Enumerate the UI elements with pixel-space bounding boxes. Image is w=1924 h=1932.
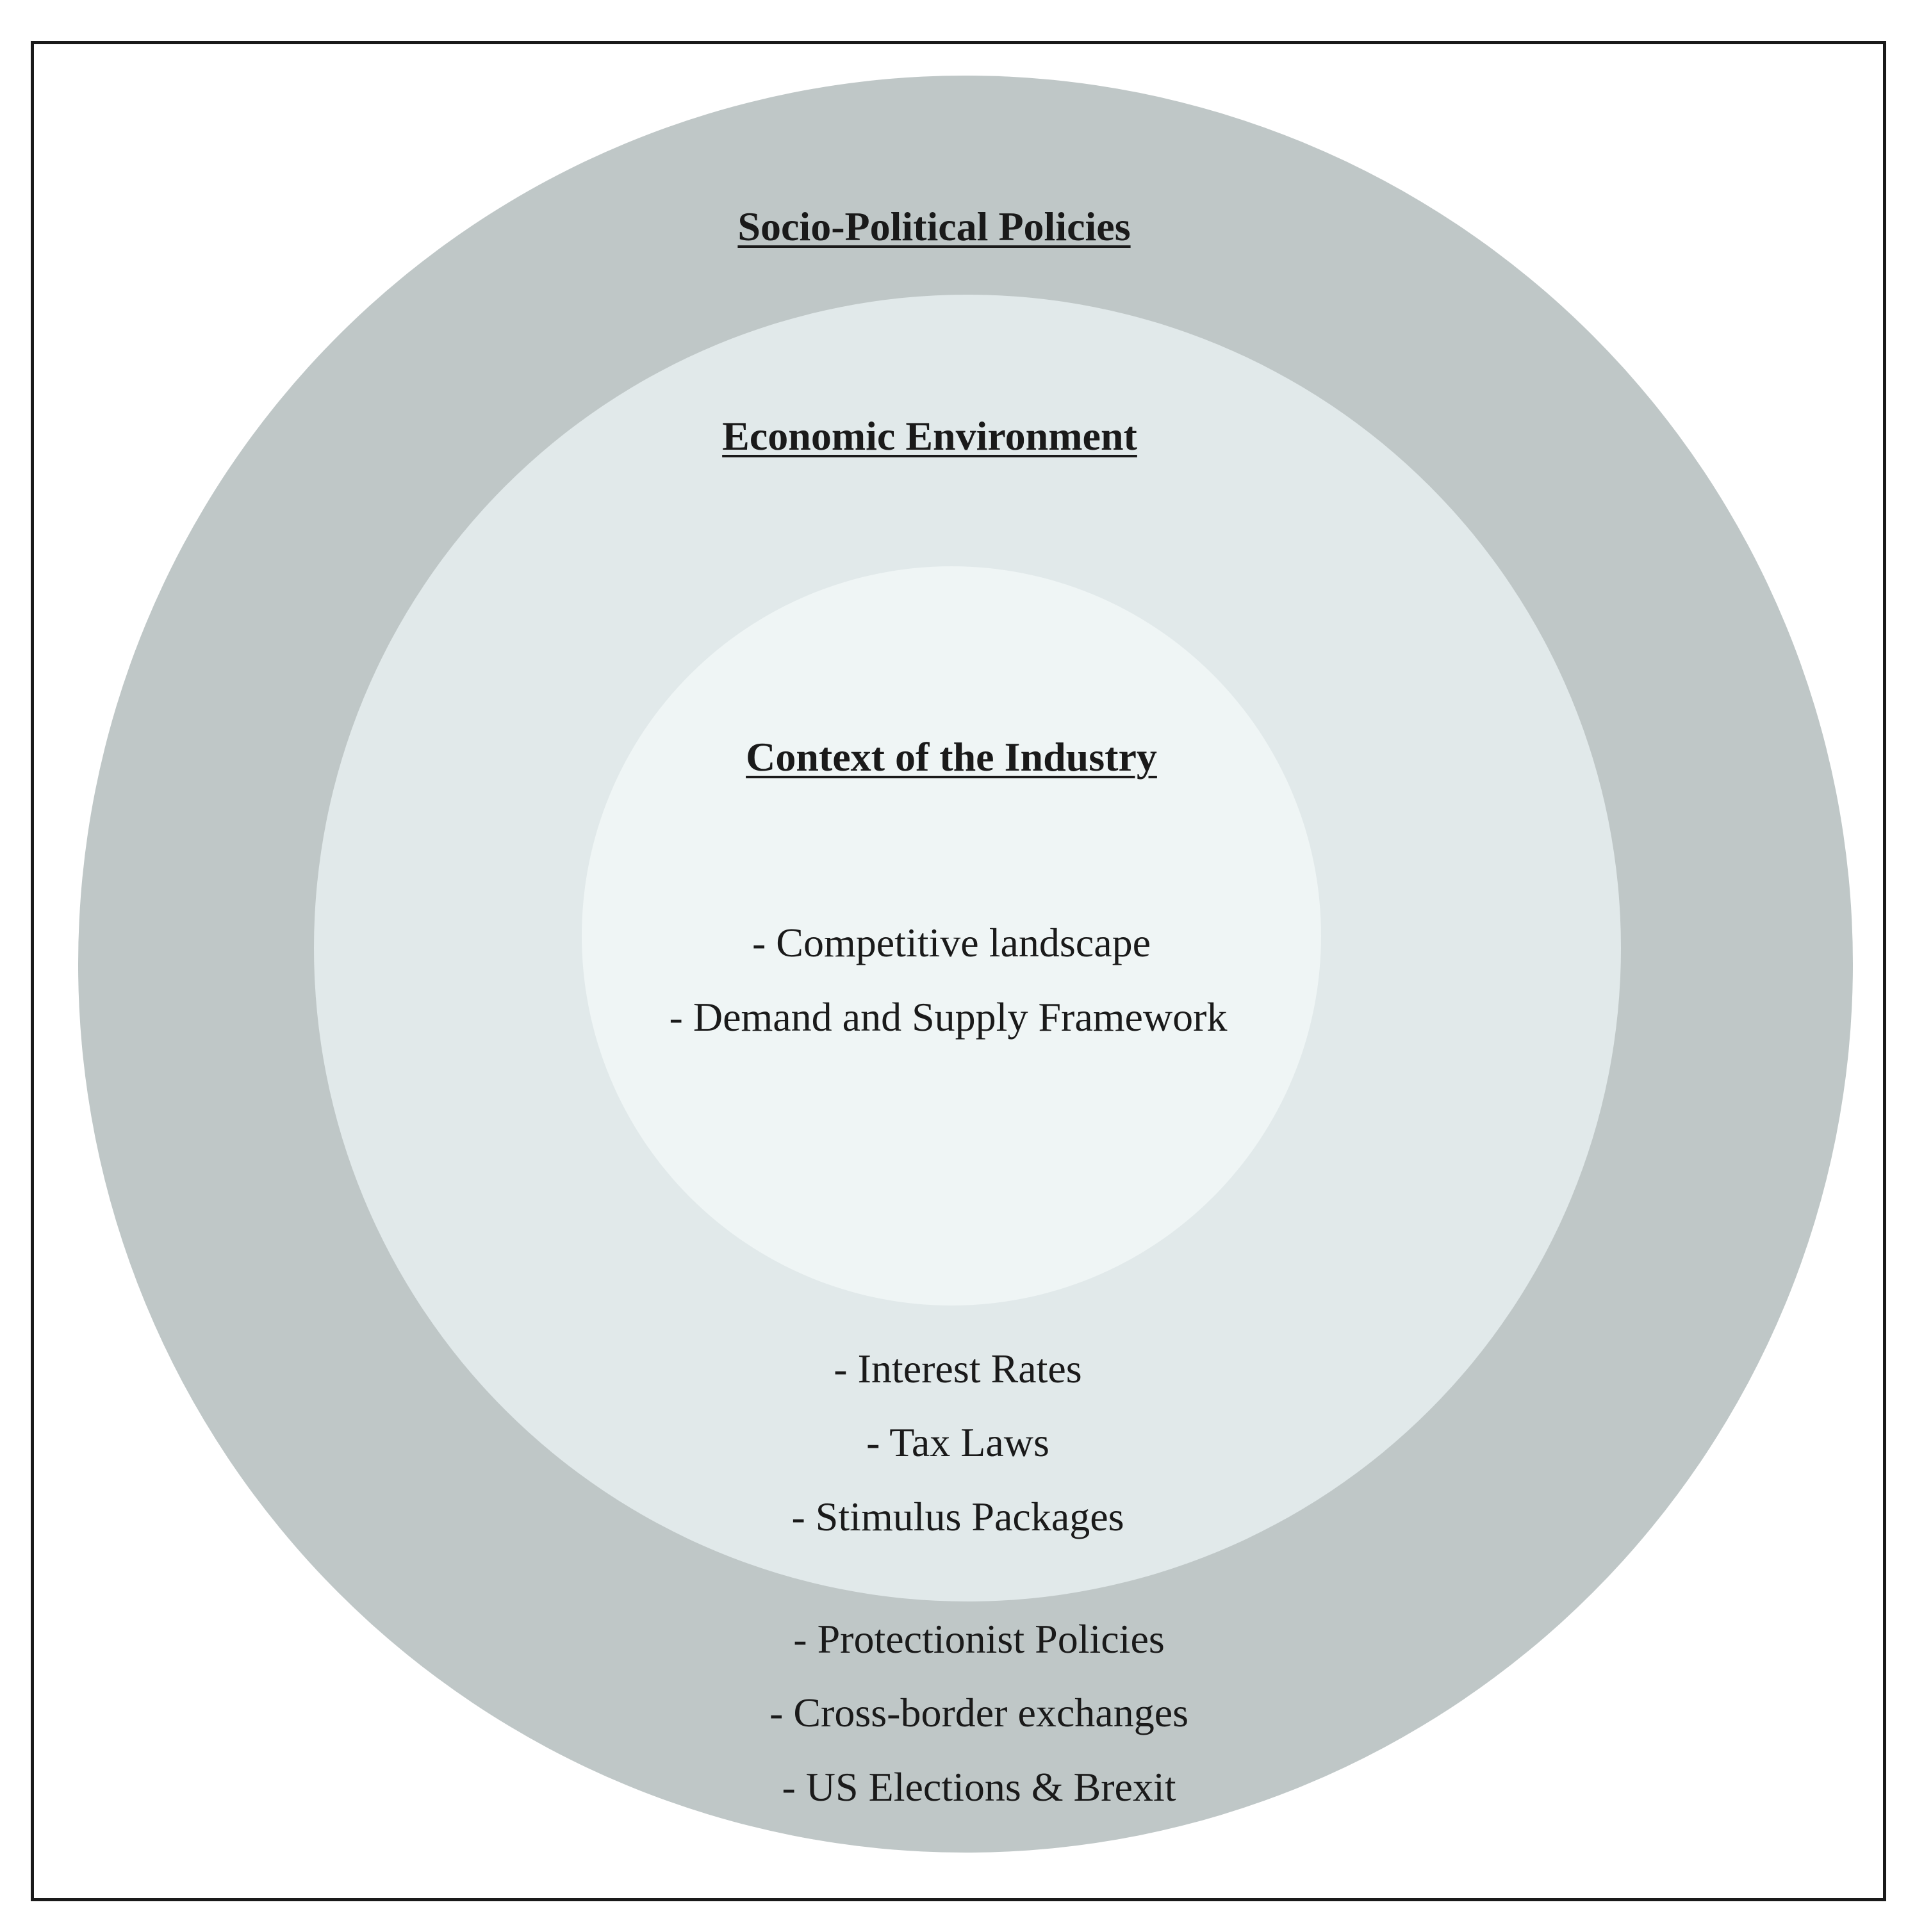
outer-ring-item: - Protectionist Policies [793, 1616, 1165, 1662]
inner-ring-item: - Demand and Supply Framework [669, 994, 1228, 1040]
middle-ring-item: - Stimulus Packages [791, 1494, 1124, 1539]
inner-ring-title: Context of the Industry [746, 734, 1157, 780]
diagram-frame [31, 41, 1886, 1901]
inner-ring-industry [582, 566, 1321, 1306]
middle-ring-item: - Interest Rates [834, 1346, 1082, 1391]
middle-ring-title: Economic Environment [722, 413, 1137, 459]
middle-ring-item: - Tax Laws [866, 1420, 1049, 1465]
outer-ring-title: Socio-Political Policies [737, 204, 1131, 249]
inner-ring-item: - Competitive landscape [752, 920, 1151, 965]
outer-ring-item: - Cross-border exchanges [769, 1690, 1188, 1735]
outer-ring-item: - US Elections & Brexit [782, 1764, 1176, 1810]
